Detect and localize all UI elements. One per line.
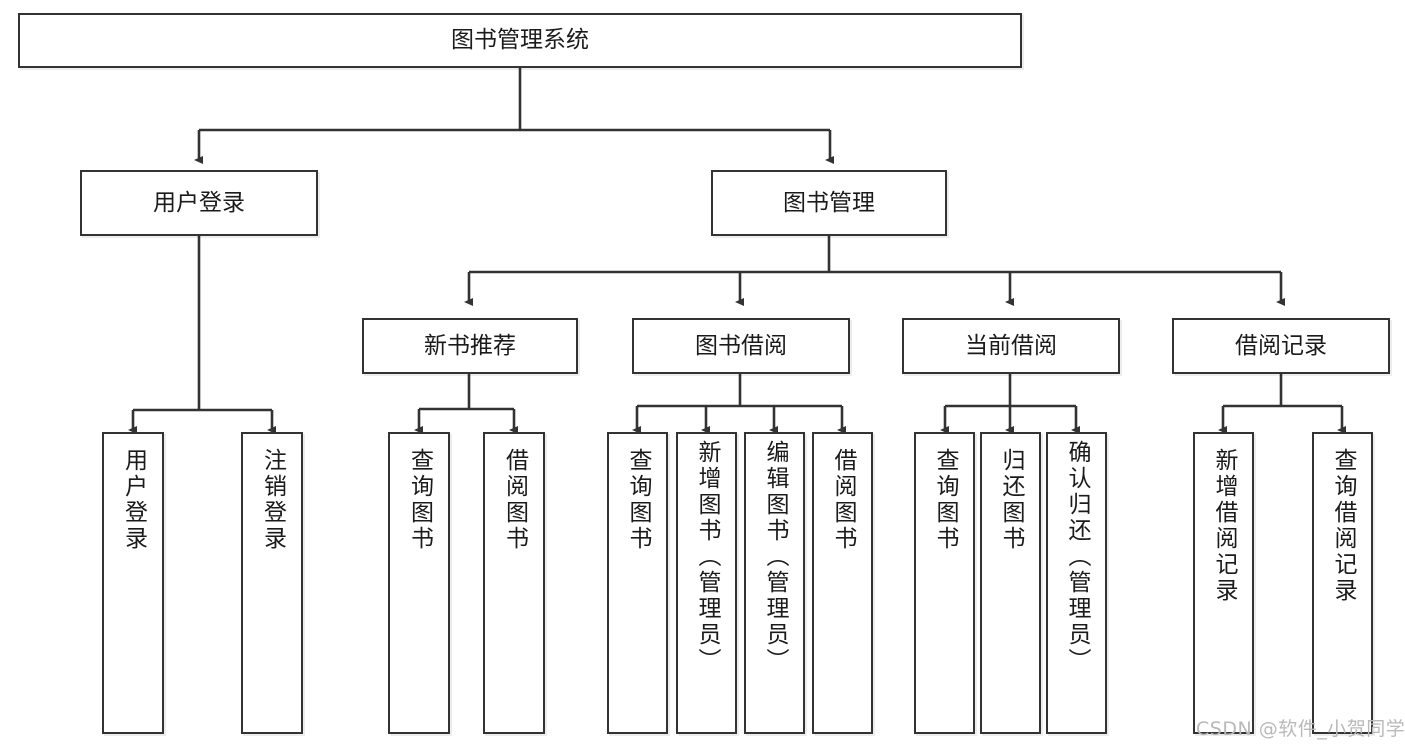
node-label: 查询图书 — [932, 448, 958, 552]
node-label: 新书推荐 — [424, 332, 516, 359]
node-book-management[interactable]: 图书管理 — [711, 170, 947, 236]
node-label: 用户登录 — [153, 189, 245, 216]
leaf-record-query-record[interactable]: 查询借阅记录 — [1312, 432, 1373, 734]
node-label: 新增图书（管理员） — [694, 440, 720, 674]
leaf-borrow-borrow-book[interactable]: 借阅图书 — [812, 432, 873, 734]
node-new-book-recommend[interactable]: 新书推荐 — [362, 318, 578, 374]
node-label: 借阅图书 — [501, 448, 528, 552]
leaf-borrow-query-book[interactable]: 查询图书 — [607, 432, 668, 734]
node-label: 用户登录 — [120, 448, 147, 552]
node-borrow-record[interactable]: 借阅记录 — [1172, 318, 1390, 374]
watermark-text: CSDN @软件_小贺同学 — [1196, 718, 1405, 740]
leaf-borrow-add-book-admin[interactable]: 新增图书（管理员） — [676, 432, 737, 734]
node-label: 借阅图书 — [830, 448, 856, 552]
node-root-system[interactable]: 图书管理系统 — [18, 13, 1022, 68]
leaf-user-login-signin[interactable]: 用户登录 — [102, 432, 164, 734]
node-label: 查询借阅记录 — [1330, 448, 1356, 604]
leaf-current-query-book[interactable]: 查询图书 — [914, 432, 975, 734]
node-label: 确认归还（管理员） — [1064, 440, 1090, 674]
leaf-new-book-query[interactable]: 查询图书 — [388, 432, 450, 734]
node-label: 图书借阅 — [695, 332, 787, 359]
node-label: 借阅记录 — [1235, 332, 1327, 359]
leaf-borrow-edit-book-admin[interactable]: 编辑图书（管理员） — [744, 432, 805, 734]
node-label: 图书管理 — [783, 189, 875, 216]
node-label: 新增借阅记录 — [1211, 448, 1237, 604]
leaf-record-add-record[interactable]: 新增借阅记录 — [1193, 432, 1254, 734]
node-label: 编辑图书（管理员） — [762, 440, 788, 674]
node-current-borrow[interactable]: 当前借阅 — [902, 318, 1120, 374]
node-label: 注销登录 — [259, 448, 286, 552]
node-book-borrow[interactable]: 图书借阅 — [632, 318, 850, 374]
node-label: 图书管理系统 — [451, 27, 589, 54]
node-label: 查询图书 — [625, 448, 651, 552]
leaf-current-return-book[interactable]: 归还图书 — [980, 432, 1041, 734]
node-label: 查询图书 — [406, 448, 433, 552]
leaf-new-book-borrow[interactable]: 借阅图书 — [483, 432, 545, 734]
leaf-user-login-signout[interactable]: 注销登录 — [241, 432, 303, 734]
leaf-current-confirm-return-admin[interactable]: 确认归还（管理员） — [1046, 432, 1107, 734]
node-user-login[interactable]: 用户登录 — [80, 170, 318, 236]
node-label: 归还图书 — [998, 448, 1024, 552]
node-label: 当前借阅 — [965, 332, 1057, 359]
